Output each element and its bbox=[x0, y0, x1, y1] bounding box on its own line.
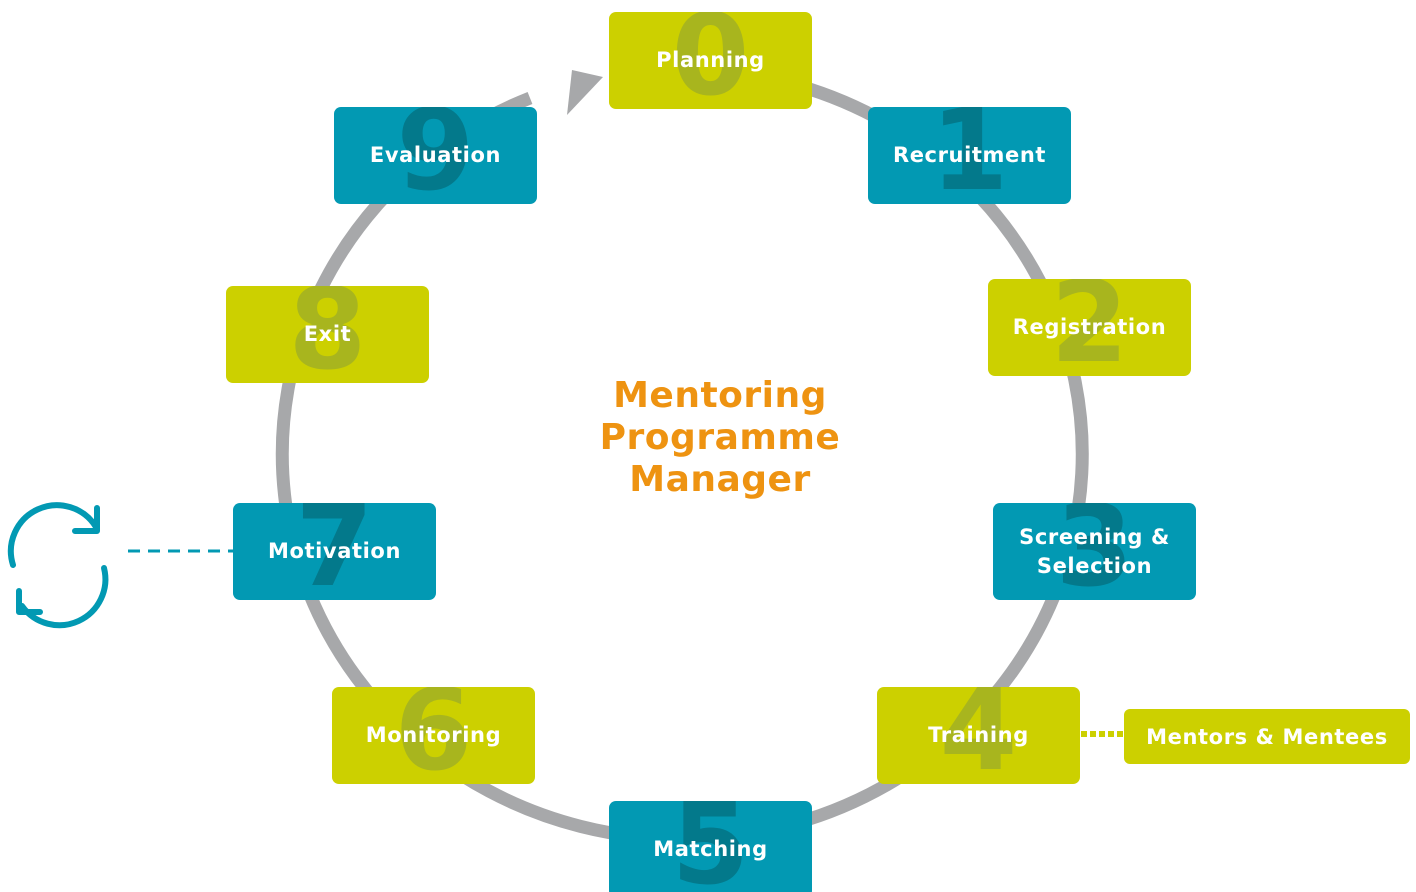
step-matching: 5 Matching bbox=[609, 801, 812, 892]
step-registration: 2 Registration bbox=[988, 279, 1191, 376]
title-line-3: Manager bbox=[629, 459, 811, 500]
step-planning: 0 Planning bbox=[609, 12, 812, 109]
refresh-cycle-icon bbox=[7, 502, 109, 629]
step-screening-selection: 3 Screening & Selection bbox=[993, 503, 1196, 600]
title-line-1: Mentoring bbox=[613, 375, 827, 416]
diagram-title: Mentoring Programme Manager bbox=[520, 375, 920, 501]
step-label: Monitoring bbox=[365, 723, 502, 747]
step-training: 4 Training bbox=[877, 687, 1080, 784]
step-recruitment: 1 Recruitment bbox=[868, 107, 1071, 204]
step-label: Registration bbox=[1012, 315, 1167, 339]
step-label: Evaluation bbox=[369, 143, 502, 167]
cycle-arrow-icon bbox=[567, 70, 603, 115]
step-motivation: 7 Motivation bbox=[233, 503, 436, 600]
step-evaluation: 9 Evaluation bbox=[334, 107, 537, 204]
step-label: Motivation bbox=[267, 539, 402, 563]
step-label: Matching bbox=[653, 837, 768, 861]
step-label: Screening & Selection bbox=[1019, 524, 1170, 578]
title-line-2: Programme bbox=[599, 417, 841, 458]
step-label: Planning bbox=[656, 48, 765, 72]
step-exit: 8 Exit bbox=[226, 286, 429, 383]
step-monitoring: 6 Monitoring bbox=[332, 687, 535, 784]
mentors-mentees-note: Mentors & Mentees bbox=[1124, 709, 1410, 764]
step-label: Training bbox=[928, 723, 1029, 747]
step-label: Recruitment bbox=[892, 143, 1047, 167]
step-label: Exit bbox=[303, 322, 352, 346]
